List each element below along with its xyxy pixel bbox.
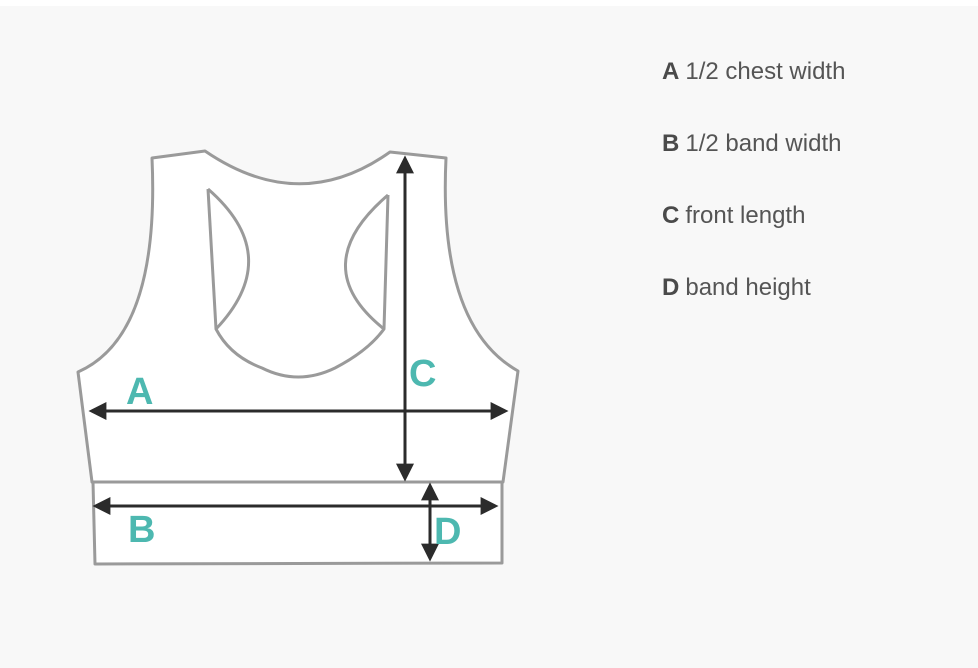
label-c: C <box>409 353 436 395</box>
left-armhole-outline <box>207 187 250 331</box>
legend-key: B <box>662 130 680 157</box>
label-d: D <box>434 511 461 553</box>
right-armhole-outline <box>344 193 389 331</box>
legend-text: 1/2 chest width <box>685 58 846 85</box>
legend-key: C <box>662 202 680 229</box>
legend-text: band height <box>685 274 811 301</box>
label-a: A <box>126 371 153 413</box>
bra-body-outline <box>76 149 520 484</box>
label-b: B <box>128 509 155 551</box>
legend-text: 1/2 band width <box>685 130 842 157</box>
sports-bra-measurement-diagram: A C B D <box>76 149 520 566</box>
legend-text: front length <box>685 202 806 229</box>
legend-key: D <box>662 274 680 301</box>
legend-key: A <box>662 58 680 85</box>
racerback-inner-outline <box>206 188 390 379</box>
